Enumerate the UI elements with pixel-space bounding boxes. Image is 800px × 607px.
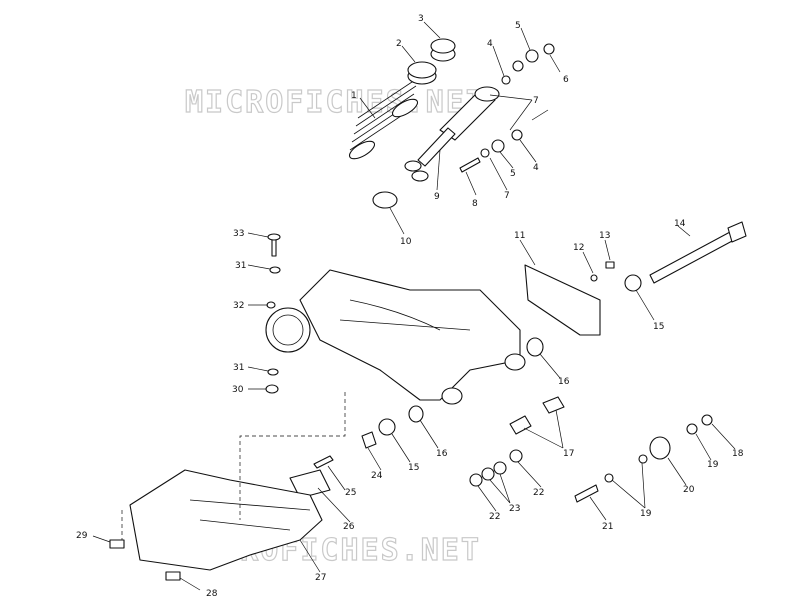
- washer-15-right: [624, 274, 642, 292]
- chain-guide-11: [524, 264, 601, 336]
- shock-body-9: [404, 86, 500, 182]
- bumper-3: [430, 38, 456, 62]
- skid-plate-27: [129, 469, 323, 571]
- bolt-8: [459, 157, 481, 173]
- callout-3: 3: [418, 14, 424, 24]
- pivot-axle-14: [649, 231, 735, 284]
- callout-24: 24: [371, 471, 383, 481]
- axle-head-14: [727, 221, 747, 243]
- callout-14: 14: [674, 219, 686, 229]
- callout-4-top: 4: [487, 39, 493, 49]
- washer-4-lower: [511, 129, 523, 141]
- callout-27: 27: [315, 573, 326, 583]
- callout-1: 1: [351, 91, 357, 101]
- washer-31-top: [269, 266, 281, 274]
- washer-12: [590, 274, 598, 282]
- clip-10: [372, 191, 398, 209]
- washer-19-mid: [638, 454, 648, 464]
- callout-22-right: 22: [533, 488, 544, 498]
- nut-18: [701, 414, 713, 426]
- callout-20: 20: [683, 485, 695, 495]
- callout-26: 26: [343, 522, 355, 532]
- nut-5-lower: [491, 139, 505, 153]
- washer-31-bottom: [267, 368, 279, 376]
- sleeve-17-a: [509, 415, 532, 435]
- nut-5-top: [525, 49, 539, 63]
- bolt-29: [109, 539, 125, 549]
- bolt-33-head: [267, 233, 281, 241]
- callout-4-lower: 4: [533, 163, 539, 173]
- callout-18: 18: [732, 449, 744, 459]
- watermark-top: MICROFICHES.NET: [185, 85, 486, 120]
- bracket-26: [289, 469, 331, 499]
- callout-12: 12: [573, 243, 584, 253]
- bolt-28: [165, 571, 181, 581]
- callout-25: 25: [345, 488, 356, 498]
- callout-30: 30: [232, 385, 244, 395]
- callout-5-lower: 5: [510, 169, 516, 179]
- bushing-16-left: [408, 405, 424, 423]
- shock-assembly: [348, 38, 555, 209]
- washer-19-lower: [604, 473, 614, 483]
- callout-15-right: 15: [653, 322, 664, 332]
- callout-8: 8: [472, 199, 478, 209]
- callout-31-top: 31: [235, 261, 246, 271]
- callout-10: 10: [400, 237, 412, 247]
- callout-23: 23: [509, 504, 520, 514]
- callout-2: 2: [396, 39, 402, 49]
- callout-16-right: 16: [558, 377, 570, 387]
- callout-29: 29: [76, 531, 88, 541]
- washer-4-top: [501, 75, 511, 85]
- callout-11: 11: [514, 231, 525, 241]
- washer-7-top: [512, 60, 524, 72]
- bolt-33: [271, 237, 277, 257]
- nut-6: [543, 43, 555, 55]
- callout-32: 32: [233, 301, 244, 311]
- callout-16-left: 16: [436, 449, 448, 459]
- nut-24: [361, 431, 377, 449]
- callout-7-top: 7: [533, 96, 539, 106]
- callout-5-top: 5: [515, 21, 521, 31]
- bushing-16-right: [526, 337, 544, 357]
- nut-30: [265, 384, 279, 394]
- callout-33: 33: [233, 229, 244, 239]
- fitting-32: [266, 301, 276, 309]
- callout-9: 9: [434, 192, 440, 202]
- nut-23-b: [493, 461, 507, 475]
- spring-seat-2: [407, 61, 437, 85]
- washer-7-lower: [480, 148, 490, 158]
- callout-labels: 1 2 3 4 5 6 7 9 8 7 5 4 10 11 12 13 14 1…: [76, 14, 744, 599]
- spring-1: [348, 77, 419, 160]
- nut-23-a: [481, 467, 495, 481]
- alignment-line-skid: [239, 392, 346, 520]
- callout-19-lower: 19: [640, 509, 652, 519]
- callout-6: 6: [563, 75, 569, 85]
- washer-15-left: [378, 418, 396, 436]
- bolt-21: [574, 484, 599, 503]
- screw-13: [605, 261, 615, 269]
- washer-19-upper: [686, 423, 698, 435]
- callout-7-lower: 7: [504, 191, 510, 201]
- callout-28: 28: [206, 589, 218, 599]
- washer-22-left: [469, 473, 483, 487]
- callout-31-bottom: 31: [233, 363, 244, 373]
- leader-lines: [92, 21, 736, 591]
- callout-22-left: 22: [489, 512, 500, 522]
- swing-arm: [265, 269, 526, 405]
- callout-13: 13: [599, 231, 610, 241]
- sleeve-17-b: [542, 396, 565, 414]
- callout-19-upper: 19: [707, 460, 719, 470]
- bolt-25: [313, 455, 334, 469]
- callout-21: 21: [602, 522, 613, 532]
- washer-22-right: [509, 449, 523, 463]
- callout-17: 17: [563, 449, 574, 459]
- callout-15-left: 15: [408, 463, 419, 473]
- roller-20: [649, 436, 671, 460]
